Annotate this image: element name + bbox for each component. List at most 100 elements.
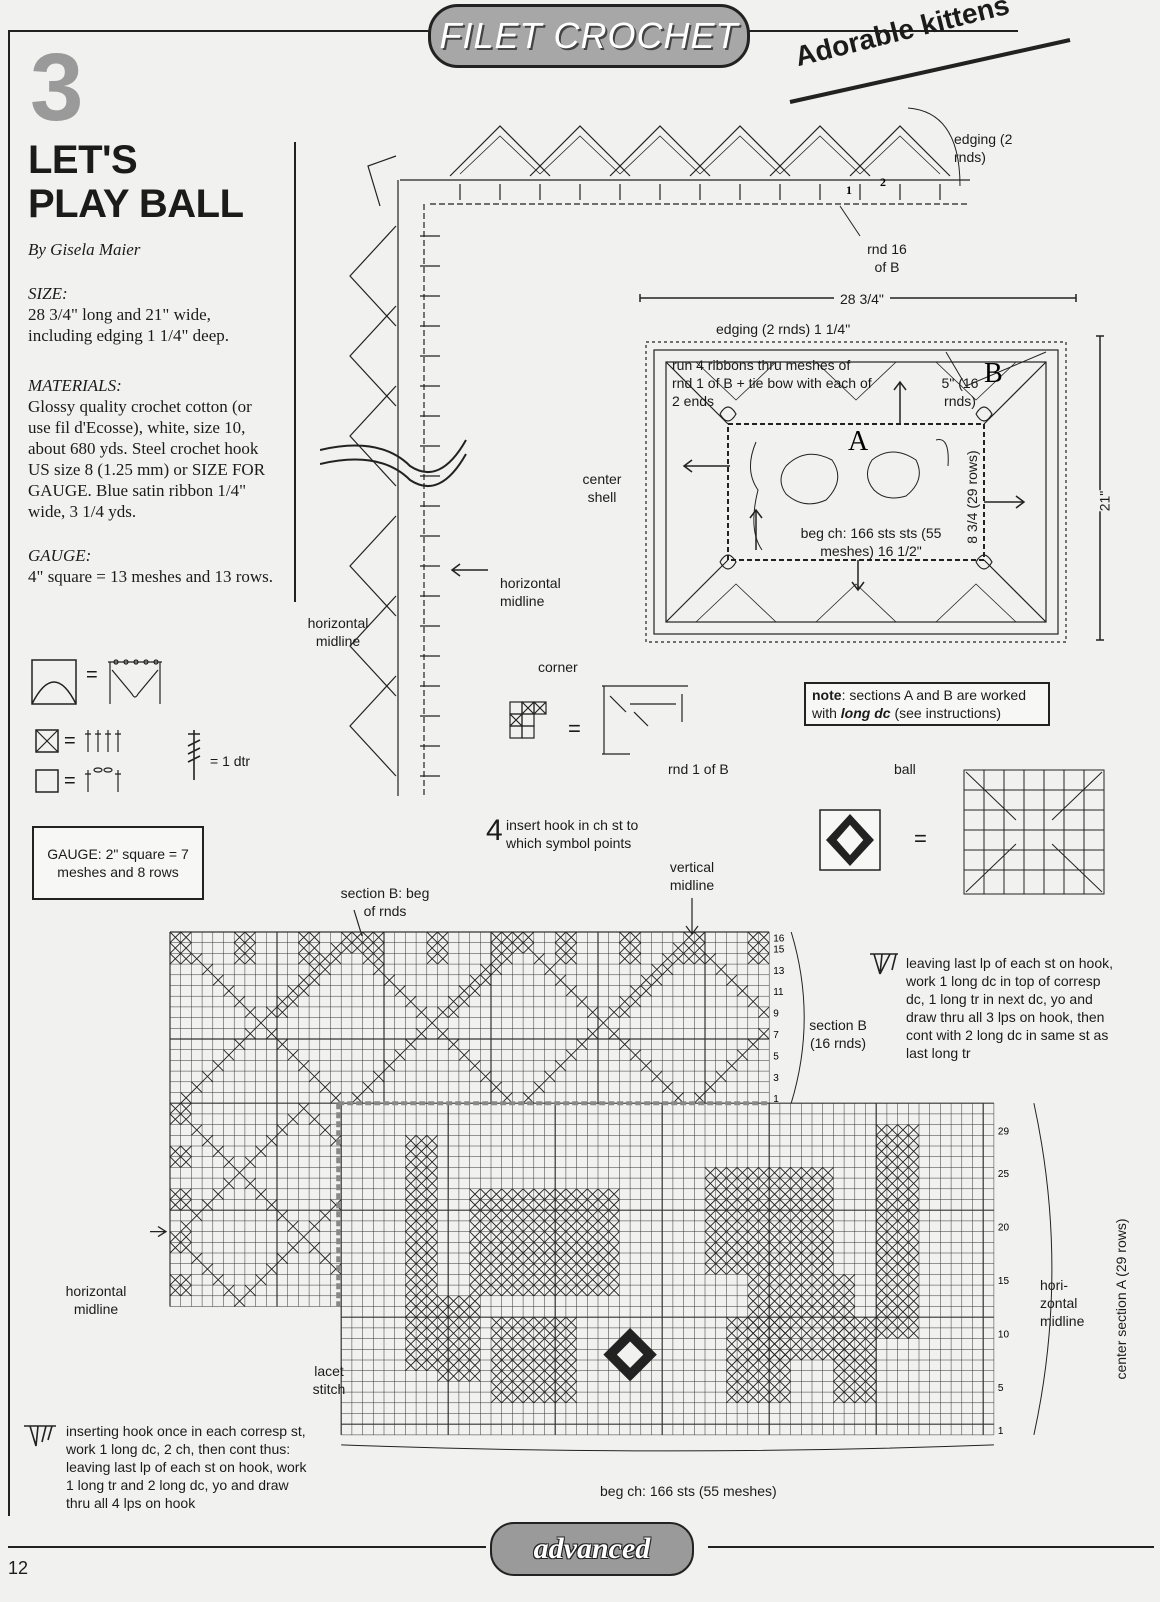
pattern-title: LET'S PLAY BALL (28, 138, 244, 226)
gauge-heading: GAUGE: (28, 546, 92, 565)
title-line-2: PLAY BALL (28, 182, 244, 226)
note-bold: note (812, 687, 842, 703)
horizontal-midline-right: hori- zontal midline (1040, 1277, 1085, 1329)
section-b-start-label: section B: beg of rnds (340, 885, 430, 919)
shell-stitch-icon (108, 659, 162, 704)
section-a-bracket (1033, 1103, 1053, 1436)
row-number-b: 7 (773, 1030, 779, 1041)
edging-horizontal-midline: horizontal midline (500, 575, 561, 609)
size-block: SIZE: 28 3/4" long and 21" wide, includi… (28, 284, 274, 346)
dtr-symbol (187, 730, 201, 780)
filled-mesh-stitch-icon (85, 730, 121, 752)
ball-diagram (819, 769, 1105, 895)
note-line-1: note: sections A and B are worked (812, 686, 1042, 704)
legend-eq-3: = (64, 770, 76, 792)
gauge-text: 4" square = 13 meshes and 13 rows. (28, 567, 274, 586)
long-tr-note: leaving last lp of each st on hook, work… (906, 955, 1114, 1061)
filled-mesh-symbol (35, 729, 59, 753)
schematic-a-height: 8 3/4 (29 rows) (964, 450, 980, 544)
tagline-underline (789, 38, 1071, 104)
row-number-b: 13 (773, 966, 785, 977)
insert-hook-symbol: 4 (486, 814, 503, 847)
insert-symbol (24, 1425, 56, 1447)
ball-label: ball (894, 761, 916, 777)
schematic-edging-label: edging (2 rnds) 1 1/4" (712, 320, 855, 338)
horizontal-midline-arrow (150, 1226, 168, 1238)
row-number-a: 1 (998, 1426, 1004, 1437)
row-number-a: 10 (998, 1330, 1010, 1341)
long-tr-symbol (870, 953, 898, 975)
row-number-a: 25 (998, 1169, 1010, 1180)
shell-symbol (31, 659, 77, 705)
row-number-a: 15 (998, 1276, 1010, 1287)
row-number-b: 5 (773, 1051, 779, 1062)
section-b-grid (169, 931, 770, 1104)
section-title: FILET CROCHET (439, 15, 739, 56)
row-number-b: 3 (773, 1073, 779, 1084)
header-rule-right (744, 30, 1018, 32)
insert-hook-text: insert hook in ch st to which symbol poi… (506, 817, 639, 851)
beg-ch-label: beg ch: 166 sts (55 meshes) (596, 1482, 781, 1500)
insert-note: inserting hook once in each corresp st, … (66, 1423, 307, 1511)
corner-label: corner (538, 659, 578, 675)
schematic-label-a: A (848, 426, 869, 457)
edging-horizontal-midline-left: horizontal midline (307, 615, 369, 649)
note-line-2: with long dc (see instructions) (812, 704, 1042, 722)
note-box: note: sections A and B are worked with l… (804, 682, 1050, 726)
size-heading: SIZE: (28, 284, 68, 303)
materials-text: Glossy quality crochet cotton (or use fi… (28, 397, 266, 521)
corner-eq: = (568, 716, 581, 741)
schematic-label-b: B (984, 358, 1003, 389)
footer-rule-right (708, 1546, 1154, 1548)
center-shell-label: center shell (582, 471, 622, 505)
gauge-box-text: GAUGE: 2" square = 7 meshes and 8 rows (47, 846, 189, 880)
row-number-b: 1 (773, 1094, 779, 1105)
corner-diagram (509, 685, 688, 755)
dtr-label: = 1 dtr (210, 753, 251, 769)
materials-heading: MATERIALS: (28, 376, 122, 395)
ribbons-note: run 4 ribbons thru meshes of rnd 1 of B … (672, 357, 872, 409)
lacet-line (336, 1101, 770, 1307)
ball-stitch-chart (963, 769, 1105, 895)
footer-rule-left (8, 1546, 486, 1548)
ball-motif-center (615, 1340, 645, 1370)
center-section-a-label: center section A (29 rows) (1113, 1218, 1129, 1380)
legend-eq-1: = (86, 664, 98, 686)
materials-block: MATERIALS: Glossy quality crochet cotton… (28, 376, 274, 522)
gauge-box: GAUGE: 2" square = 7 meshes and 8 rows (32, 826, 204, 900)
level-badge: advanced (490, 1522, 694, 1576)
open-mesh-symbol (35, 769, 59, 793)
ball-eq: = (914, 826, 927, 851)
section-b-depth: 5" (16 rnds) (941, 375, 979, 409)
left-scallops (349, 155, 397, 777)
title-divider (294, 142, 296, 602)
row-number-b: 11 (773, 987, 784, 998)
row-number-a: 29 (998, 1126, 1010, 1137)
note-text-2: with (812, 705, 841, 721)
rnd16-label: rnd 16 of B (867, 241, 907, 275)
row-number-a: 5 (998, 1383, 1004, 1394)
schematic: A B (639, 294, 1104, 643)
corner-rnd1: rnd 1 of B (668, 761, 729, 777)
ball-chart (819, 809, 881, 871)
note-emph: long dc (840, 705, 891, 721)
note-text-1: : sections A and B are worked (841, 687, 1027, 703)
schematic-width-label: 28 3/4" (834, 290, 890, 308)
title-line-1: LET'S (28, 138, 138, 182)
author: By Gisela Maier (28, 240, 141, 259)
legend-symbols (31, 659, 201, 793)
page-frame-left (8, 30, 10, 1516)
row-number-b: 9 (773, 1009, 779, 1020)
row-number-a: 20 (998, 1223, 1010, 1234)
section-a-grid (340, 1102, 995, 1436)
note-text-3: (see instructions) (890, 705, 1002, 721)
level-text: advanced (533, 1532, 651, 1565)
rnd-marker-2: 2 (880, 175, 886, 189)
beg-ch-bracket (341, 1444, 994, 1452)
section-b-bracket (790, 931, 805, 1104)
size-text: 28 3/4" long and 21" wide, including edg… (28, 305, 229, 345)
pattern-number: 3 (30, 34, 84, 141)
row-number-b: 16 (773, 934, 785, 945)
section-banner: FILET CROCHET (428, 4, 750, 68)
